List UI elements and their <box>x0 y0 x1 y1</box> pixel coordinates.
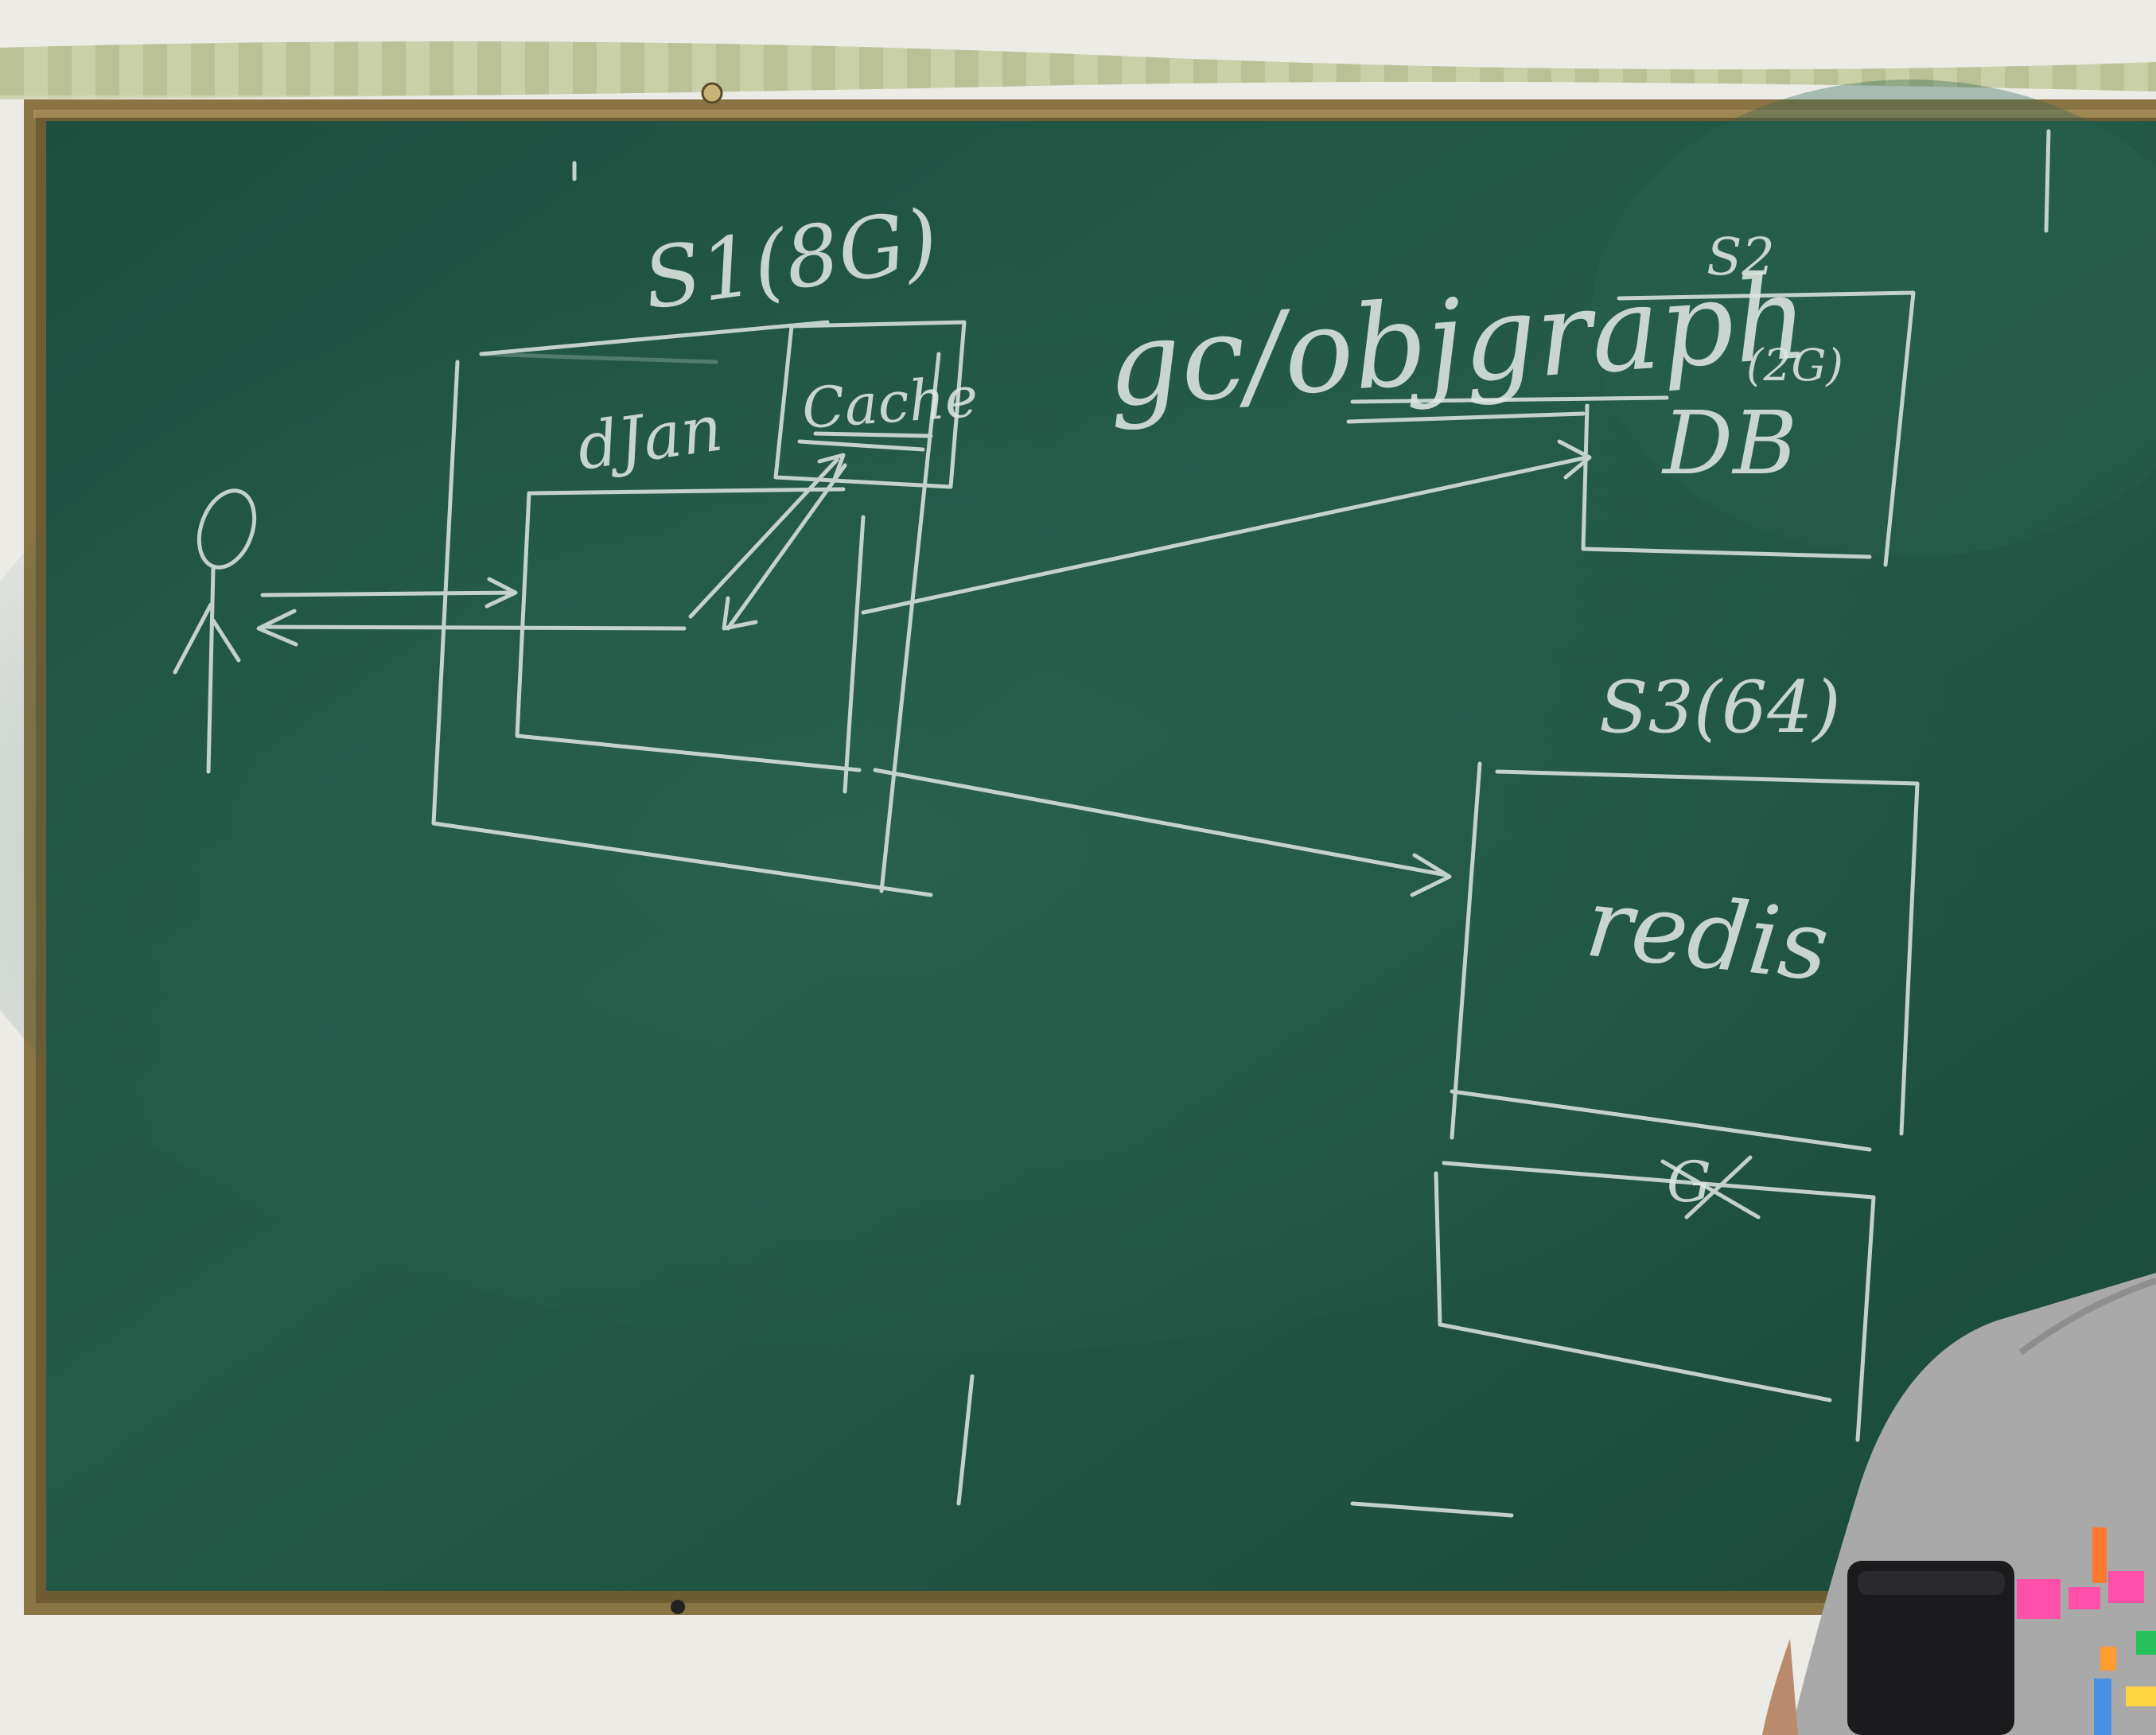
stick-figure-user <box>173 488 257 774</box>
gc-objgraph-underlines <box>1346 395 1669 424</box>
top-tape-strip <box>0 41 2156 99</box>
server-s2-box <box>1581 290 1916 567</box>
cache-django-arrows <box>688 453 847 631</box>
label-s2-memory: (2G) <box>1746 340 1843 391</box>
frame-screw <box>701 82 723 104</box>
label-crossed-out: G <box>1667 1150 1711 1215</box>
cross-out-mark <box>1660 1159 1761 1220</box>
microphone <box>1847 1561 2014 1735</box>
chalk-diagram <box>173 129 2051 1518</box>
django-to-db-arrow <box>861 439 1592 615</box>
server-s1-box <box>431 320 941 897</box>
presenter-person <box>1762 1273 2156 1735</box>
django-app-box <box>515 487 866 794</box>
label-s3: S3(64) <box>1599 666 1841 749</box>
lower-box <box>1434 1161 1876 1442</box>
cache-box <box>773 320 967 489</box>
chalk-text: S1(8G) Cache dJan gc/objgraph S2 (2G) DB… <box>573 191 1843 1215</box>
user-server-arrows <box>256 577 687 647</box>
label-cache: Cache <box>800 364 979 442</box>
django-to-redis-arrow <box>873 768 1452 897</box>
label-s2: S2 <box>1707 228 1775 287</box>
label-redis: redis <box>1581 868 1834 1003</box>
label-db: DB <box>1661 392 1797 494</box>
server-s3-box <box>1450 761 1920 1152</box>
frame-screw <box>671 1600 685 1614</box>
